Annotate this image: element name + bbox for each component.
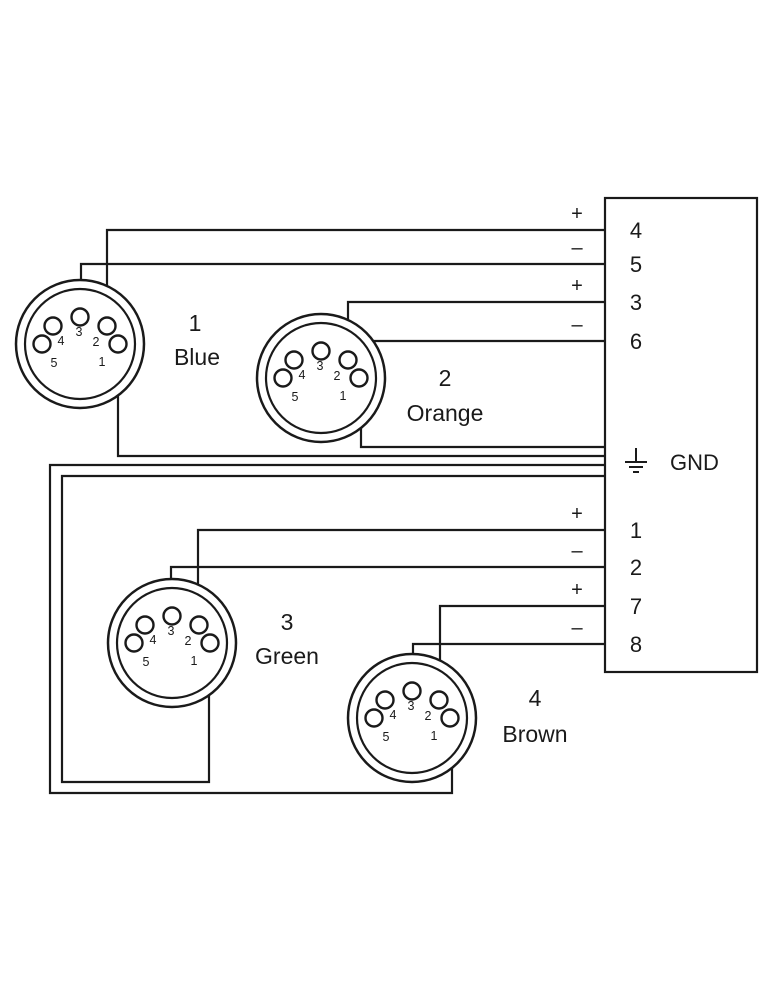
- connectors: 123451Blue123452Orange123453Green123454B…: [14, 278, 568, 784]
- polarity-plus: +: [571, 275, 583, 297]
- pin-number: 1: [340, 389, 347, 403]
- pin-number: 5: [292, 390, 299, 404]
- connector-pin: [108, 334, 128, 354]
- wire: [346, 300, 605, 354]
- terminal-5: 5–: [571, 237, 642, 277]
- wire: [60, 474, 605, 784]
- connector-pin: [32, 334, 52, 354]
- connector-color-label: Orange: [407, 400, 484, 426]
- polarity-minus: –: [571, 237, 583, 259]
- pin-number: 3: [408, 699, 415, 713]
- terminal-number: 7: [630, 594, 642, 619]
- connector-pin: [429, 690, 449, 710]
- connector-number: 1: [189, 310, 202, 336]
- pin-number: 5: [143, 655, 150, 669]
- pin-number: 1: [191, 654, 198, 668]
- polarity-minus: –: [571, 540, 583, 562]
- connector-pin: [273, 368, 293, 388]
- polarity-plus: +: [571, 503, 583, 525]
- connector-pin: [440, 708, 460, 728]
- connector-color-label: Blue: [174, 344, 220, 370]
- pin-number: 4: [58, 334, 65, 348]
- terminal-block: 4+5–3+6–1+2–7+8–GND: [571, 196, 759, 674]
- connector-number: 4: [529, 685, 542, 711]
- connector-pin: [124, 633, 144, 653]
- connector-pin: [311, 341, 331, 361]
- polarity-minus: –: [571, 314, 583, 336]
- pin-number: 5: [383, 730, 390, 744]
- connector-pin: [284, 350, 304, 370]
- connector-pin: [162, 606, 182, 626]
- terminal-4: 4+: [571, 203, 642, 243]
- connector-pin: [70, 307, 90, 327]
- pin-number: 2: [93, 335, 100, 349]
- wire: [105, 228, 605, 298]
- terminal-7: 7+: [571, 579, 642, 619]
- connector-color-label: Brown: [502, 721, 567, 747]
- terminal-6: 6–: [571, 314, 642, 354]
- terminal-number: 5: [630, 252, 642, 277]
- connector-color-label: Green: [255, 643, 319, 669]
- wire: [79, 262, 605, 298]
- terminal-number: 6: [630, 329, 642, 354]
- connector-pin: [338, 350, 358, 370]
- connector-pin: [135, 615, 155, 635]
- pin-number: 1: [99, 355, 106, 369]
- terminal-number: 4: [630, 218, 642, 243]
- pin-number: 2: [334, 369, 341, 383]
- polarity-plus: +: [571, 579, 583, 601]
- pin-number: 4: [390, 708, 397, 722]
- pin-number: 3: [317, 359, 324, 373]
- pin-number: 4: [299, 368, 306, 382]
- pin-number: 3: [76, 325, 83, 339]
- pin-number: 5: [51, 356, 58, 370]
- connector-pin: [189, 615, 209, 635]
- connector-number: 3: [281, 609, 294, 635]
- connector-number: 2: [439, 365, 452, 391]
- pin-number: 4: [150, 633, 157, 647]
- ground-icon: [625, 448, 647, 473]
- wire: [169, 565, 605, 605]
- terminal-8: 8–: [571, 617, 642, 657]
- terminal-2: 2–: [571, 540, 642, 580]
- terminal-number: 8: [630, 632, 642, 657]
- pin-number: 2: [185, 634, 192, 648]
- polarity-plus: +: [571, 203, 583, 225]
- pin-number: 2: [425, 709, 432, 723]
- connector-pin: [375, 690, 395, 710]
- connector-pin: [364, 708, 384, 728]
- terminal-3: 3+: [571, 275, 642, 315]
- terminal-number: 2: [630, 555, 642, 580]
- terminal-number: 1: [630, 518, 642, 543]
- terminal-1: 1+: [571, 503, 642, 543]
- connector-pin: [402, 681, 422, 701]
- pin-number: 1: [431, 729, 438, 743]
- connector-pin: [97, 316, 117, 336]
- connector-pin: [43, 316, 63, 336]
- polarity-minus: –: [571, 617, 583, 639]
- connector-pin: [349, 368, 369, 388]
- gnd-label: GND: [670, 450, 719, 475]
- terminal-number: 3: [630, 290, 642, 315]
- connector-pin: [200, 633, 220, 653]
- terminal-block-box: [603, 196, 759, 674]
- pin-number: 3: [168, 624, 175, 638]
